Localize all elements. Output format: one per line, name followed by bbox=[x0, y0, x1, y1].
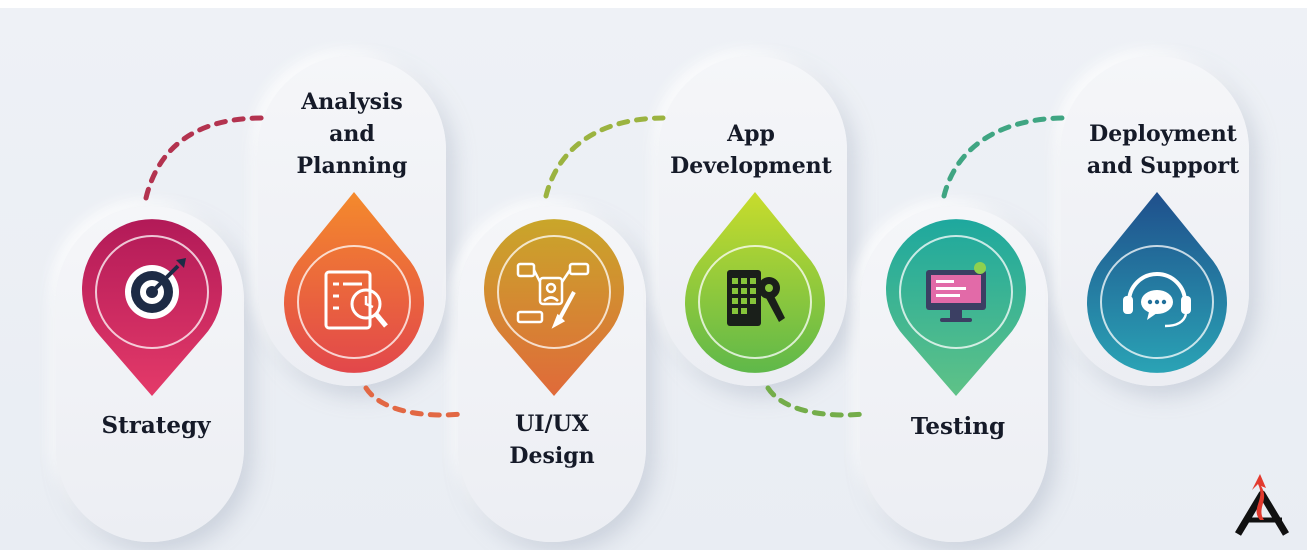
pin-strategy bbox=[82, 219, 222, 396]
company-logo-icon bbox=[1234, 474, 1290, 536]
connector-uiux-appdev bbox=[543, 115, 666, 199]
analysis-report-icon bbox=[324, 270, 388, 330]
step-label-strategy: Strategy bbox=[101, 412, 211, 439]
pin-testing bbox=[886, 219, 1026, 396]
mobile-tools-icon bbox=[727, 270, 785, 326]
connector-analysis-uiux bbox=[363, 385, 465, 418]
step-label-appdev: App Development bbox=[670, 121, 832, 179]
connector-testing-deployment bbox=[941, 115, 1068, 199]
step-label-testing: Testing bbox=[910, 413, 1006, 440]
target-icon bbox=[125, 258, 186, 319]
connector-strategy-analysis bbox=[143, 115, 265, 201]
top-border bbox=[0, 0, 1307, 8]
pin-uiux bbox=[484, 219, 624, 396]
step-label-analysis: Analysis and Planning bbox=[296, 89, 408, 179]
connector-appdev-testing bbox=[765, 385, 867, 418]
bottom-border bbox=[0, 550, 1307, 554]
ui-ux-design-icon bbox=[516, 262, 590, 329]
pin-deployment bbox=[1087, 192, 1227, 373]
step-label-uiux: UI/UX Design bbox=[509, 411, 595, 469]
pin-appdev bbox=[685, 192, 825, 373]
headset-support-icon bbox=[1123, 272, 1191, 328]
pin-analysis bbox=[284, 192, 424, 373]
step-label-deployment: Deployment and Support bbox=[1086, 121, 1240, 179]
monitor-testing-icon bbox=[926, 262, 986, 322]
